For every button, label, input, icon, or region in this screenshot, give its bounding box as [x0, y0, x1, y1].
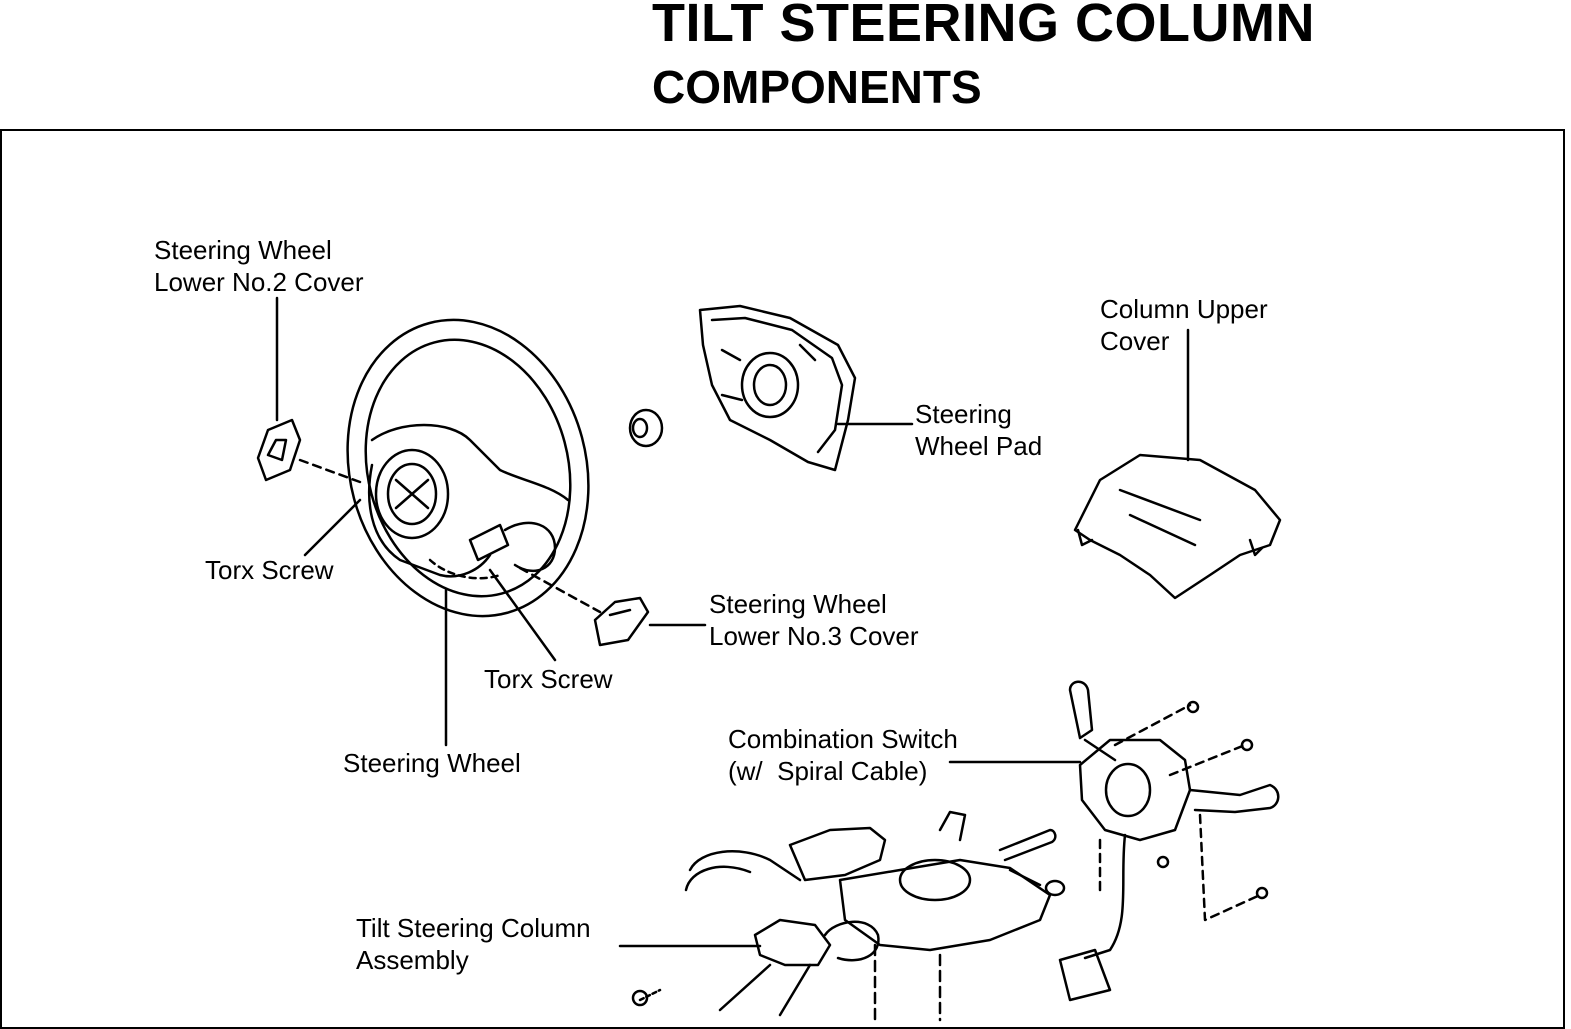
label-lower-no2-cover-line2: Lower No.2 Cover	[154, 267, 364, 297]
torx-screw-left-leader	[303, 498, 362, 557]
page-title: TILT STEERING COLUMN	[652, 0, 1315, 53]
label-torx-screw-lower: Torx Screw	[484, 664, 613, 694]
column-upper-cover-drawing	[1073, 328, 1282, 600]
lower-no3-cover-drawing	[518, 566, 707, 647]
label-lower-no3-cover-line1: Steering Wheel	[709, 589, 887, 619]
page-subtitle: COMPONENTS	[652, 61, 982, 113]
label-lower-no3-cover-line2: Lower No.3 Cover	[709, 621, 919, 651]
label-lower-no2-cover-line1: Steering Wheel	[154, 235, 332, 265]
nut-drawing	[628, 408, 664, 448]
label-combo-switch-line1: Combination Switch	[728, 724, 958, 754]
label-upper-cover-line1: Column Upper	[1100, 294, 1268, 324]
label-column-assembly-line1: Tilt Steering Column	[356, 913, 591, 943]
label-combo-switch-line2: (w/ Spiral Cable)	[728, 756, 928, 786]
label-column-assembly-line2: Assembly	[356, 945, 469, 975]
lower-no2-cover-drawing	[256, 296, 362, 484]
combination-switch-drawing	[948, 680, 1280, 1002]
steering-wheel-pad-drawing	[698, 304, 914, 472]
label-torx-screw-left: Torx Screw	[205, 555, 334, 585]
label-pad-line2: Wheel Pad	[915, 431, 1043, 461]
label-pad-line1: Steering	[915, 399, 1012, 429]
torx-screw-lower-leader	[488, 568, 557, 662]
label-upper-cover-line2: Cover	[1100, 326, 1170, 356]
steering-wheel-drawing	[346, 318, 590, 618]
tilt-steering-column-drawing	[618, 810, 1066, 1022]
label-steering-wheel: Steering Wheel	[343, 748, 521, 778]
